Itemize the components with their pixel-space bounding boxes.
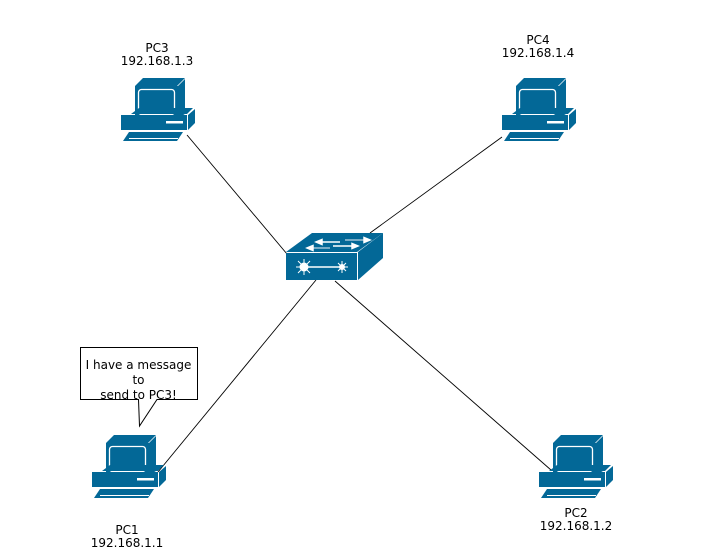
pc3-name: PC3 xyxy=(145,41,169,55)
pc4-label: PC4 192.168.1.4 xyxy=(478,34,598,60)
pc4-name: PC4 xyxy=(526,33,550,47)
pc1-ip: 192.168.1.1 xyxy=(90,536,164,550)
pc1-label: PC1 192.168.1.1 xyxy=(67,524,187,550)
switch-icon[interactable] xyxy=(286,233,383,280)
pc1-computer-icon[interactable] xyxy=(91,434,167,499)
pc3-computer-icon[interactable] xyxy=(120,77,196,142)
callout-bubble xyxy=(80,347,198,428)
link-switch-pc1 xyxy=(157,279,317,473)
pc3-ip: 192.168.1.3 xyxy=(120,54,194,68)
callout-line-2: send to PC3! xyxy=(100,388,177,402)
pc4-computer-icon[interactable] xyxy=(501,77,577,142)
callout-text: I have a message to send to PC3! xyxy=(80,358,197,403)
pc3-label: PC3 192.168.1.3 xyxy=(97,42,217,68)
pc1-name: PC1 xyxy=(115,523,139,537)
pc2-name: PC2 xyxy=(564,506,588,520)
link-switch-pc2 xyxy=(334,280,552,471)
pc4-ip: 192.168.1.4 xyxy=(501,46,575,60)
pc2-label: PC2 192.168.1.2 xyxy=(516,507,636,533)
pc2-ip: 192.168.1.2 xyxy=(539,519,613,533)
link-switch-pc4 xyxy=(369,136,503,234)
link-switch-pc3 xyxy=(186,134,288,255)
callout-line-1: I have a message to xyxy=(85,358,192,387)
pc2-computer-icon[interactable] xyxy=(538,434,614,499)
